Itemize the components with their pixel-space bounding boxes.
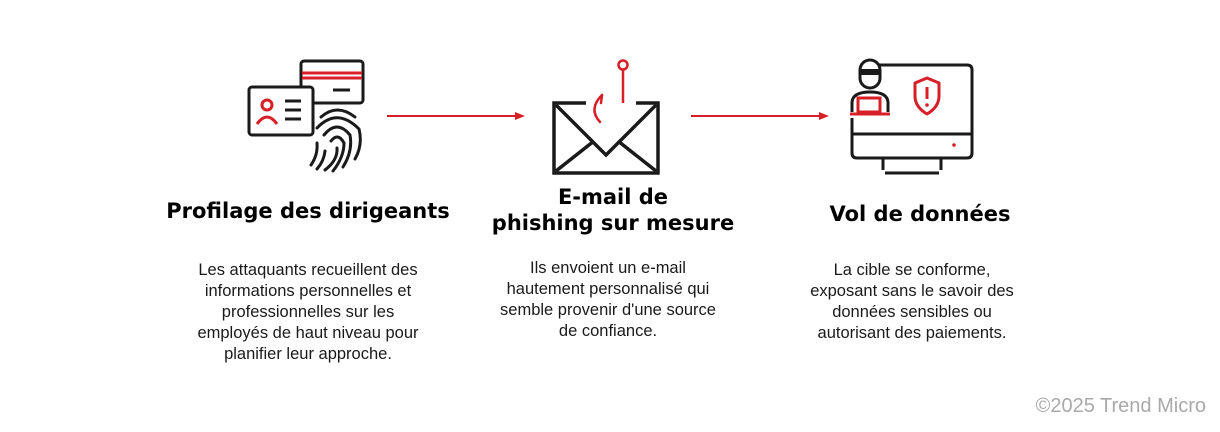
step-1-title: Profilage des dirigeants	[166, 199, 450, 223]
data-theft-monitor-icon	[850, 58, 974, 175]
flow-arrow-1	[387, 112, 525, 120]
copyright-notice: ©2025 Trend Micro	[1035, 395, 1206, 417]
step-2-description: Ils envoient un e-mail hautement personn…	[500, 259, 716, 340]
flow-arrow-2	[691, 112, 829, 120]
step-3-title: Vol de données	[829, 202, 1011, 226]
step-2-title: E-mail de phishing sur mesure	[491, 185, 735, 235]
step-3-description: La cible se conforme, exposant sans le s…	[810, 261, 1014, 342]
id-card-fingerprint-icon	[247, 59, 365, 173]
step-1-description: Les attaquants recueillent des informati…	[197, 261, 419, 363]
phishing-email-icon	[552, 59, 660, 175]
